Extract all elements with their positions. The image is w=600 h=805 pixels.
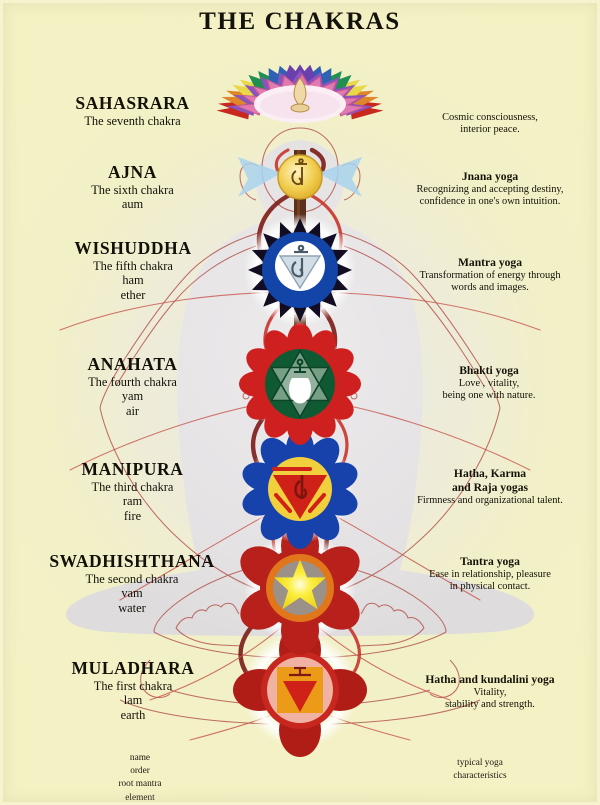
chakra-label-wishuddha: WISHUDDHA The fifth chakra ham ether xyxy=(22,238,244,303)
yoga-note-anahata: Bhakti yoga Love , vitality, being one w… xyxy=(394,364,584,403)
yoga-characteristic-line: Transformation of energy through xyxy=(419,269,561,281)
chakra-element: fire xyxy=(123,508,142,523)
yoga-note-muladhara: Hatha and kundalini yoga Vitality, stabi… xyxy=(386,673,594,712)
chakra-root-mantra: aum xyxy=(121,197,144,212)
chakra-root-mantra: yam xyxy=(121,389,144,404)
chakra-label-swadhishthana: SWADHISHTHANA The second chakra vam wate… xyxy=(12,551,252,616)
legend-right-item: characteristics xyxy=(453,771,507,782)
yoga-characteristic-line: in physical contact. xyxy=(449,581,531,593)
yoga-note-wishuddha: Mantra yoga Transformation of energy thr… xyxy=(390,256,590,295)
yoga-characteristic-line: confidence in one's own intuition. xyxy=(419,196,561,208)
yoga-heading: Hatha, Karma xyxy=(453,467,527,480)
chakra-name: MANIPURA xyxy=(81,459,184,479)
chakra-element: earth xyxy=(120,707,146,722)
chakra-root-mantra: ham xyxy=(122,273,144,288)
chakra-label-muladhara: MULADHARA The first chakra lam earth xyxy=(22,658,244,723)
page-title: THE CHAKRAS xyxy=(199,8,401,35)
legend-right-item: typical yoga xyxy=(457,758,503,768)
chakra-root-mantra: lam xyxy=(123,693,143,708)
yoga-characteristic-line: being one with nature. xyxy=(442,390,536,402)
legend-right: typical yoga characteristics xyxy=(400,757,560,783)
chakra-symbol-wishuddha xyxy=(244,214,356,326)
yoga-characteristic-line: Firmness and organizational talent. xyxy=(417,494,563,506)
yoga-characteristic-line: interior peace. xyxy=(460,124,520,136)
chakra-order: The first chakra xyxy=(93,678,173,693)
yoga-note-sahasrara: Cosmic consciousness, interior peace. xyxy=(400,112,580,137)
yoga-heading: Hatha and kundalini yoga xyxy=(425,673,555,686)
yoga-heading: Jnana yoga xyxy=(461,170,519,183)
legend-left-item: name xyxy=(129,753,151,763)
yoga-characteristic-line: Ease in relationship, pleasure xyxy=(429,568,551,580)
yoga-characteristic-line: Vitality, xyxy=(473,686,507,698)
chakra-element: ether xyxy=(120,287,146,302)
chakra-element: water xyxy=(118,600,146,615)
chakra-order: The fifth chakra xyxy=(93,258,173,273)
chakra-label-manipura: MANIPURA The third chakra ram fire xyxy=(30,459,235,524)
yoga-note-swadhishthana: Tantra yoga Ease in relationship, pleasu… xyxy=(390,555,590,594)
chakra-order: The fourth chakra xyxy=(88,374,177,389)
yoga-heading: Tantra yoga xyxy=(460,555,520,568)
chakra-name: ANAHATA xyxy=(87,354,178,374)
chakra-symbol-sahasrara xyxy=(215,63,385,123)
chakra-root-mantra: vam xyxy=(121,586,143,601)
yoga-characteristic-line: Love , vitality, xyxy=(458,377,520,389)
legend-left-item: element xyxy=(125,792,155,803)
yoga-characteristic-line: stability and strength. xyxy=(445,699,535,711)
yoga-heading: Bhakti yoga xyxy=(459,364,519,377)
chakra-label-ajna: AJNA The sixth chakra aum xyxy=(30,162,235,212)
yoga-heading: Mantra yoga xyxy=(457,256,523,269)
yoga-heading: and Raja yogas xyxy=(451,480,529,494)
chakra-order: The seventh chakra xyxy=(84,113,181,128)
chakra-name: AJNA xyxy=(107,162,158,182)
chakra-label-anahata: ANAHATA The fourth chakra yam air xyxy=(30,354,235,419)
yoga-note-manipura: Hatha, Karma and Raja yogas Firmness and… xyxy=(390,467,590,507)
chakra-label-sahasrara: SAHASRARA The seventh chakra xyxy=(30,93,235,128)
yoga-characteristic-line: Recognizing and accepting destiny, xyxy=(416,183,564,195)
chakra-order: The second chakra xyxy=(85,571,179,586)
chakra-name: MULADHARA xyxy=(71,658,195,678)
chakra-name: WISHUDDHA xyxy=(74,238,192,258)
chakra-name: SAHASRARA xyxy=(75,93,190,113)
legend-left: name order root mantra element xyxy=(60,752,220,805)
yoga-characteristic-line: Cosmic consciousness, xyxy=(442,112,538,123)
yoga-characteristic-line: words and images. xyxy=(451,282,529,294)
yoga-note-ajna: Jnana yoga Recognizing and accepting des… xyxy=(390,170,590,209)
chakra-root-mantra: ram xyxy=(122,494,143,509)
chakra-name: SWADHISHTHANA xyxy=(49,551,215,571)
chakra-symbol-manipura xyxy=(242,429,358,549)
chakra-order: The third chakra xyxy=(91,479,174,494)
chakra-symbol-anahata xyxy=(239,323,361,445)
chakra-order: The sixth chakra xyxy=(91,182,174,197)
legend-left-item: root mantra xyxy=(118,779,162,790)
chakra-element: air xyxy=(125,403,140,418)
chakra-symbol-ajna xyxy=(238,154,362,200)
legend-left-item: order xyxy=(130,766,150,777)
